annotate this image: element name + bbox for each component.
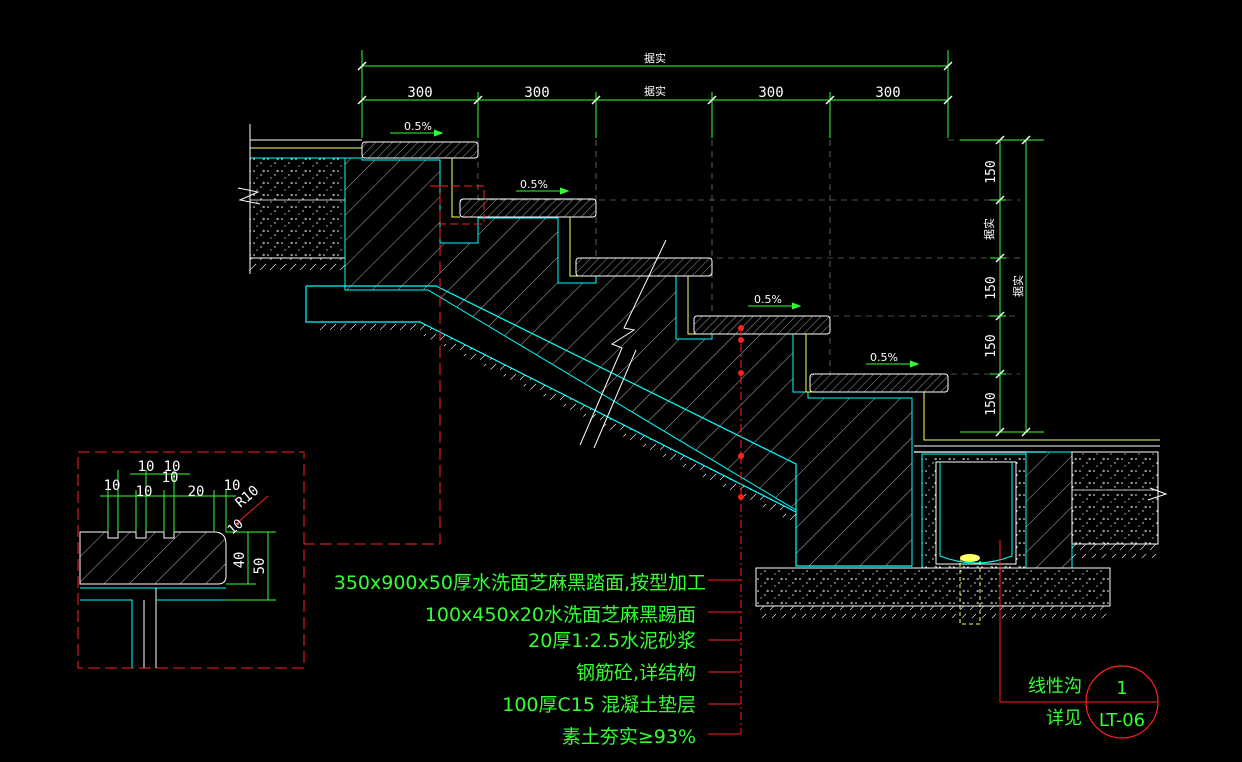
slope-label-3: 0.5%: [754, 293, 782, 306]
notes-leader: [708, 325, 744, 735]
lower-paving: [1025, 451, 1168, 569]
detail-dim-2: 10: [164, 459, 181, 475]
top-dim-5: 300: [875, 85, 900, 101]
right-dim-1: 150: [984, 160, 999, 183]
top-overall-dim: 据实: [644, 51, 666, 65]
note-tread: 350x900x50厚水洗面芝麻黑踏面,按型加工: [334, 572, 706, 594]
right-dim-4: 150: [984, 392, 999, 415]
top-dim-2: 300: [524, 85, 549, 101]
right-dimension-chain: 150 150 150 150 据实 据实: [960, 135, 1044, 437]
detail-dim-1: 10: [138, 459, 155, 475]
material-notes: 350x900x50厚水洗面芝麻黑踏面,按型加工 100x450x20水洗面芝麻…: [334, 572, 706, 748]
callout-label-top: 线性沟: [1028, 676, 1082, 697]
detail-dim-7: 10: [224, 478, 241, 494]
detail-dim-4: 10: [162, 470, 179, 486]
stair-treads: 0.5% 0.5% 0.5% 0.5%: [361, 120, 1160, 441]
linear-drain: [914, 445, 1160, 625]
detail-dim-5: 10: [136, 484, 153, 500]
note-cushion: 100厚C15 混凝土垫层: [502, 694, 696, 716]
top-dim-4: 300: [758, 85, 783, 101]
detail-height-40: 40: [232, 552, 248, 569]
slope-label-4: 0.5%: [870, 351, 898, 364]
top-dim-1: 300: [407, 85, 432, 101]
upper-landing: [237, 124, 362, 274]
right-dim-3: 150: [984, 334, 999, 357]
callout-sheet: LT-06: [1099, 710, 1145, 731]
note-concrete: 钢筋砼,详结构: [576, 662, 696, 684]
note-mortar: 20厚1:2.5水泥砂浆: [528, 630, 696, 652]
detail-height-50: 50: [252, 558, 268, 575]
slope-label-2: 0.5%: [520, 178, 548, 191]
cushion-layer: [755, 567, 1111, 618]
note-soil: 素土夯实≥93%: [562, 726, 696, 748]
slope-label-1: 0.5%: [404, 120, 432, 133]
tread-nosing-detail: 10 10 10 10 10 20 10 R10 10 40 50: [77, 185, 485, 669]
stair-concrete-body: [305, 157, 913, 567]
top-dim-3: 据实: [644, 84, 666, 98]
right-dim-2: 150: [984, 276, 999, 299]
callout-label-bottom: 详见: [1046, 708, 1082, 729]
slope-arrows: [390, 129, 920, 368]
callout-number: 1: [1116, 678, 1127, 699]
note-riser: 100x450x20水洗面芝麻黑踢面: [425, 604, 696, 626]
top-dimension-chain: 据实 300 300 据实 300 300: [357, 50, 953, 138]
drain-callout: 线性沟 详见 1 LT-06: [999, 540, 1159, 739]
detail-dim-3: 10: [104, 478, 121, 494]
right-mid-dim: 据实: [982, 218, 996, 240]
detail-dim-6: 20: [188, 484, 205, 500]
detail-small-dim: 10: [225, 517, 247, 539]
right-overall-dim: 据实: [1011, 275, 1025, 297]
